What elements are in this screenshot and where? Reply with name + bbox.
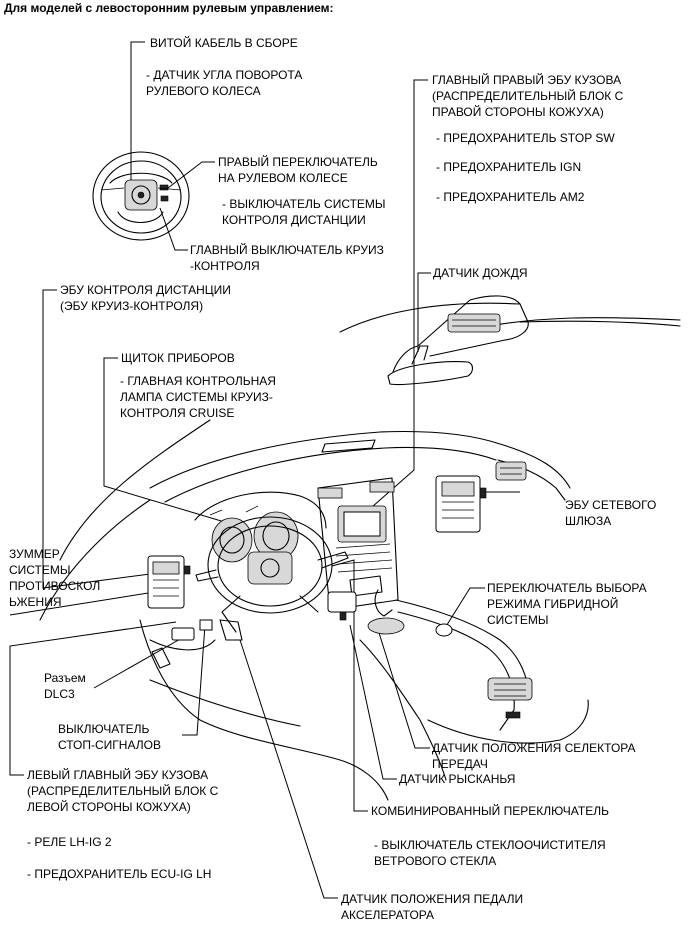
label-shift-position-sensor: ДАТЧИК ПОЛОЖЕНИЯ СЕЛЕКТОРА ПЕРЕДАЧ: [432, 741, 636, 771]
label-instrument-panel: ЩИТОК ПРИБОРОВ: [121, 351, 235, 365]
label-spiral-cable: ВИТОЙ КАБЕЛЬ В СБОРЕ: [150, 36, 298, 50]
label-right-steering-switch: ПРАВЫЙ ПЕРЕКЛЮЧАТЕЛЬ НА РУЛЕВОМ КОЛЕСЕ: [218, 155, 378, 185]
label-distance-control-switch: - ВЫКЛЮЧАТЕЛЬ СИСТЕМЫ КОНТРОЛЯ ДИСТАНЦИИ: [222, 197, 386, 227]
label-steering-angle-sensor: - ДАТЧИК УГЛА ПОВОРОТА РУЛЕВОГО КОЛЕСА: [146, 68, 303, 98]
label-wiper-switch: - ВЫКЛЮЧАТЕЛЬ СТЕКЛООЧИСТИТЕЛЯ ВЕТРОВОГО…: [374, 838, 606, 868]
label-dlc3: Разъем DLC3: [44, 671, 86, 701]
label-accelerator-pedal-sensor: ДАТЧИК ПОЛОЖЕНИЯ ПЕДАЛИ АКСЕЛЕРАТОРА: [341, 892, 524, 922]
label-hybrid-mode-switch: ПЕРЕКЛЮЧАТЕЛЬ ВЫБОРА РЕЖИМА ГИБРИДНОЙ СИ…: [487, 581, 647, 627]
label-buzzer: ЗУММЕР СИСТЕМЫ ПРОТИВОСКОЛ ЬЖЕНИЯ: [9, 547, 101, 609]
label-stop-light-switch: ВЫКЛЮЧАТЕЛЬ СТОП-СИГНАЛОВ: [58, 722, 161, 752]
label-fuse-ign: - ПРЕДОХРАНИТЕЛЬ IGN: [436, 160, 582, 174]
label-fuse-ecu-ig-lh: - ПРЕДОХРАНИТЕЛЬ ECU-IG LH: [27, 867, 212, 881]
label-rain-sensor: ДАТЧИК ДОЖДЯ: [433, 266, 528, 280]
label-fuse-stop-sw: - ПРЕДОХРАНИТЕЛЬ STOP SW: [436, 131, 615, 145]
label-relay-lh-ig2: - РЕЛЕ LH-IG 2: [27, 835, 112, 849]
diagram-header: Для моделей с левосторонним рулевым упра…: [4, 1, 334, 15]
roof-console: [339, 295, 681, 386]
label-gateway-ecu: ЭБУ СЕТЕВОГО ШЛЮЗА: [565, 498, 657, 528]
label-distance-control-ecu: ЭБУ КОНТРОЛЯ ДИСТАНЦИИ (ЭБУ КРУИЗ-КОНТРО…: [60, 283, 231, 313]
steering-wheel: [92, 151, 190, 241]
label-cruise-indicator-lamp: - ГЛАВНАЯ КОНТРОЛЬНАЯ ЛАМПА СИСТЕМЫ КРУИ…: [120, 374, 276, 420]
label-cruise-main-switch: ГЛАВНЫЙ ВЫКЛЮЧАТЕЛЬ КРУИЗ -КОНТРОЛЯ: [190, 243, 384, 273]
label-yaw-rate-sensor: ДАТЧИК РЫСКАНЬЯ: [399, 772, 516, 786]
dashboard-body: [39, 419, 589, 801]
label-main-right-body-ecu: ГЛАВНЫЙ ПРАВЫЙ ЭБУ КУЗОВА (РАСПРЕДЕЛИТЕЛ…: [432, 73, 624, 119]
label-main-left-body-ecu: ЛЕВЫЙ ГЛАВНЫЙ ЭБУ КУЗОВА (РАСПРЕДЕЛИТЕЛЬ…: [27, 768, 219, 814]
label-fuse-am2: - ПРЕДОХРАНИТЕЛЬ AM2: [436, 190, 585, 204]
label-combination-switch: КОМБИНИРОВАННЫЙ ПЕРЕКЛЮЧАТЕЛЬ: [371, 804, 609, 818]
